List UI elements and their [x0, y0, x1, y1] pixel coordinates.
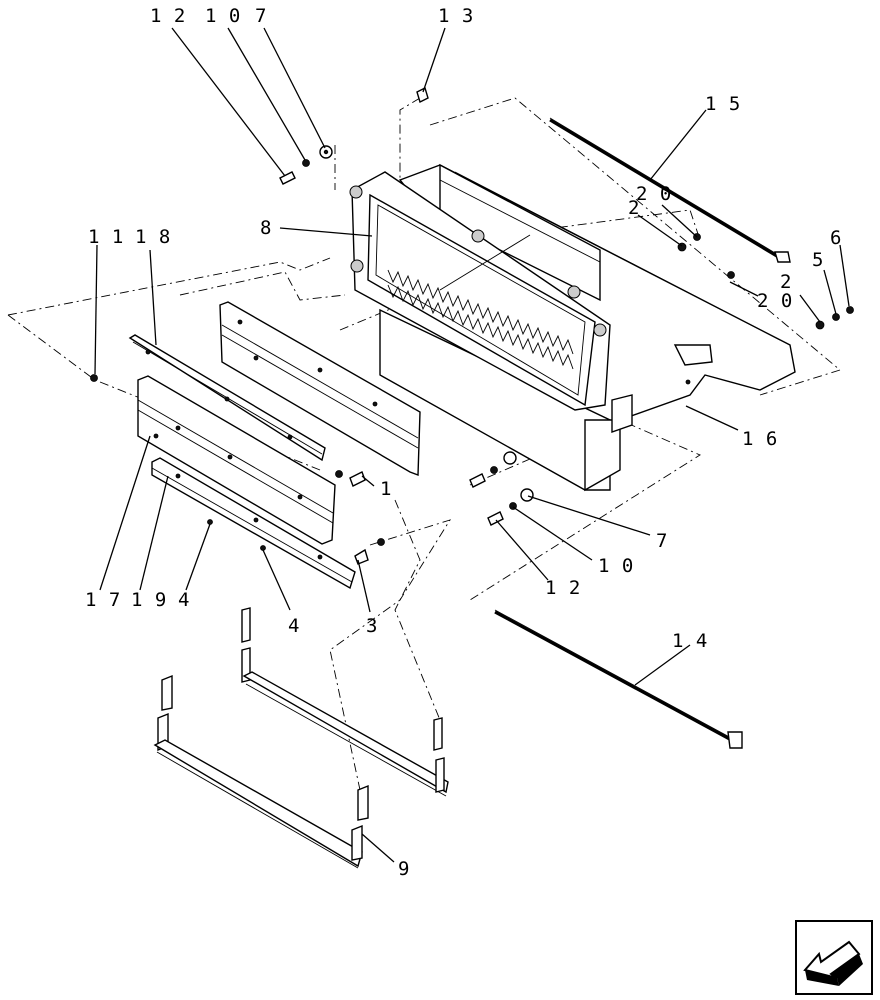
callout-2-right: 2	[628, 197, 640, 219]
hardware-plates	[90, 374, 385, 565]
callout-19: 1 9	[131, 589, 167, 611]
callout-3: 3	[366, 615, 378, 637]
leader-lines	[94, 27, 850, 863]
callout-4-right: 4	[288, 615, 300, 637]
callout-6: 6	[830, 227, 842, 249]
callout-17: 1 7	[85, 589, 121, 611]
callout-20-far-right: 2 0	[757, 290, 793, 312]
previous-page-button[interactable]	[795, 920, 873, 995]
callout-14: 1 4	[672, 630, 708, 652]
callout-10-top: 1 0	[205, 5, 241, 27]
callout-4-left: 4	[178, 589, 190, 611]
callout-8: 8	[260, 217, 272, 239]
callout-7-top: 7	[255, 5, 267, 27]
rod-14	[494, 609, 743, 749]
plate-17	[137, 375, 336, 545]
rod-15	[549, 117, 791, 263]
hardware-center	[469, 451, 534, 526]
hardware-top-left	[279, 87, 429, 185]
callout-13: 1 3	[438, 5, 474, 27]
callout-labels: 1 2 1 0 7 1 3 1 5 2 2 0 8 1 1 1 8 6 5 2 …	[85, 5, 842, 880]
callout-7-center: 7	[656, 530, 668, 552]
seal-lower	[153, 674, 369, 869]
plate-19	[151, 457, 356, 590]
main-housing	[349, 163, 796, 492]
callout-10-center: 1 0	[598, 555, 634, 577]
callout-2-far-right: 2	[780, 271, 792, 293]
callout-16: 1 6	[742, 428, 778, 450]
callout-12-center: 1 2	[545, 577, 581, 599]
serrated-grate	[387, 234, 574, 370]
callout-9: 9	[398, 858, 410, 880]
callout-18: 1 8	[135, 226, 171, 248]
callout-15: 1 5	[705, 93, 741, 115]
seal-upper	[241, 607, 449, 797]
plate-18	[128, 334, 326, 462]
previous-page-arrow-icon	[803, 940, 863, 986]
callout-11: 1 1	[88, 226, 124, 248]
callout-20-right: 2 0	[636, 183, 672, 205]
plate-back	[219, 301, 421, 476]
callout-1: 1	[380, 478, 392, 500]
callout-12-top: 1 2	[150, 5, 186, 27]
callout-5: 5	[812, 249, 824, 271]
